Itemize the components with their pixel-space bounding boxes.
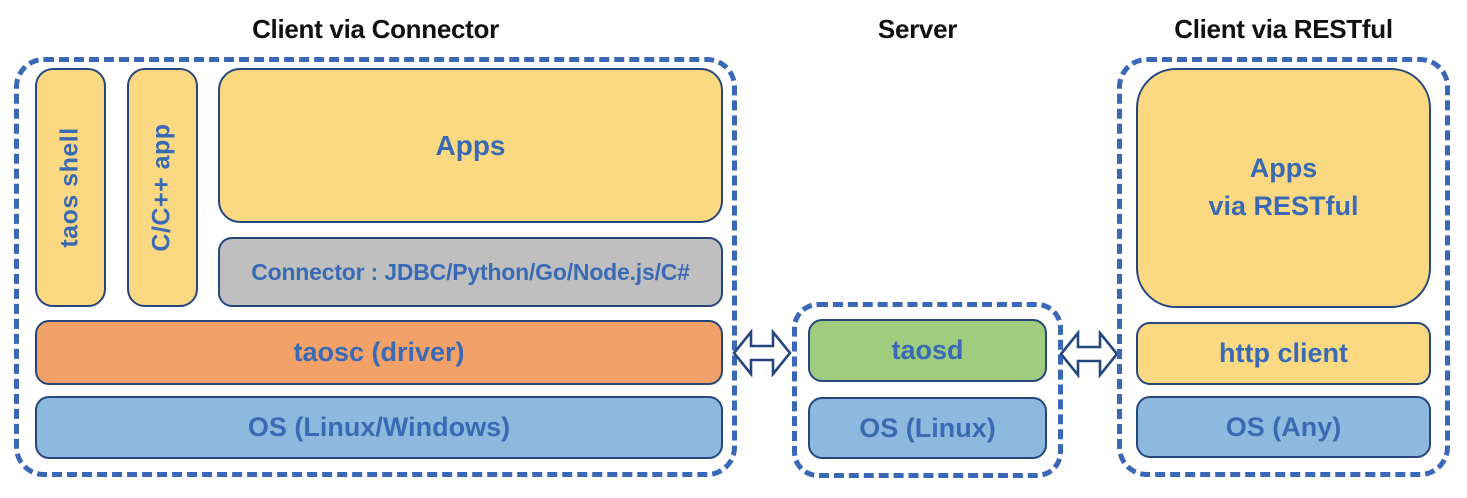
os-any-label: OS (Any) xyxy=(1225,411,1342,442)
os-any-box: OS (Any) xyxy=(1136,396,1431,458)
cpp-app-box: C/C++ app xyxy=(127,68,198,307)
server-section-title: Server xyxy=(877,14,958,44)
taos-shell-label: taos shell xyxy=(56,127,85,248)
os-linux-label: OS (Linux) xyxy=(859,412,996,443)
taos-shell-box: taos shell xyxy=(35,68,106,307)
client-via-restful-section xyxy=(1117,57,1450,477)
http-client-box: http client xyxy=(1136,322,1431,385)
client-via-connector-section xyxy=(14,57,737,477)
apps-via-restful-label: Apps via RESTful xyxy=(1208,153,1359,221)
server-section xyxy=(792,302,1063,478)
taosd-box: taosd xyxy=(808,319,1047,382)
apps-label: Apps xyxy=(435,129,506,161)
apps-box: Apps xyxy=(218,68,723,223)
client-server-double-arrow-icon xyxy=(732,329,792,377)
connector-label: Connector : JDBC/Python/Go/Node.js/C# xyxy=(251,258,690,285)
server-rest-double-arrow-icon xyxy=(1059,330,1119,378)
os-linux-box: OS (Linux) xyxy=(808,397,1047,459)
left-section-title: Client via Connector xyxy=(252,14,499,44)
apps-via-restful-box: Apps via RESTful xyxy=(1136,68,1431,308)
taosd-label: taosd xyxy=(891,335,964,365)
taosc-driver-label: taosc (driver) xyxy=(293,337,465,367)
right-section-title: Client via RESTful xyxy=(1174,14,1393,44)
os-linux-windows-box: OS (Linux/Windows) xyxy=(35,396,723,459)
os-linux-windows-label: OS (Linux/Windows) xyxy=(247,412,511,442)
http-client-label: http client xyxy=(1219,338,1348,368)
connector-box: Connector : JDBC/Python/Go/Node.js/C# xyxy=(218,237,723,307)
taosc-driver-box: taosc (driver) xyxy=(35,320,723,385)
cpp-app-label: C/C++ app xyxy=(148,123,176,252)
